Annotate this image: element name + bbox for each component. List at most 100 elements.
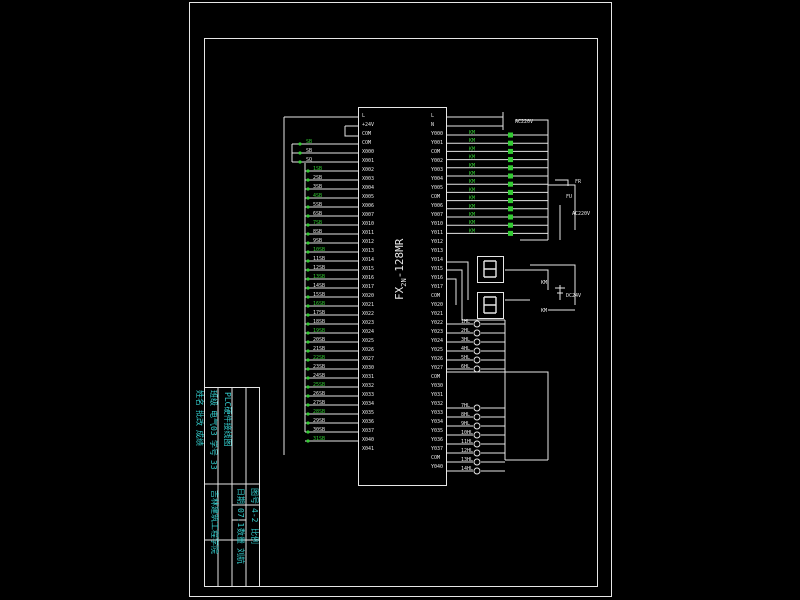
switch-label: 26SB bbox=[313, 391, 325, 397]
switch-contact bbox=[306, 313, 310, 317]
plc-input-terminal: X034 bbox=[362, 401, 374, 407]
plc-input-terminal: X027 bbox=[362, 356, 374, 362]
relay-coil bbox=[508, 181, 513, 187]
switch-contact bbox=[306, 349, 310, 353]
plc-output-terminal: L bbox=[431, 113, 434, 119]
plc-output-terminal: Y003 bbox=[431, 167, 443, 173]
seven-segment-display-2 bbox=[477, 292, 504, 319]
lamp-icon bbox=[473, 356, 481, 364]
switch-label: 3SB bbox=[313, 184, 322, 190]
plc-output-terminals: LNY000Y001COMY002Y003Y004Y005COMY006Y007… bbox=[431, 113, 443, 470]
lamp-icon bbox=[473, 365, 481, 373]
switch-contact bbox=[298, 142, 302, 146]
plc-input-terminal: X000 bbox=[362, 149, 374, 155]
plc-output-terminal: COM bbox=[431, 374, 440, 380]
plc-output-terminal: Y031 bbox=[431, 392, 443, 398]
inner-border bbox=[204, 38, 598, 587]
title-row1-a: 图号 bbox=[250, 488, 259, 504]
switch-label: 9SB bbox=[313, 238, 322, 244]
relay-coil bbox=[508, 189, 513, 195]
plc-input-terminal: X033 bbox=[362, 392, 374, 398]
lamp-label: 11HL bbox=[461, 439, 473, 445]
plc-input-terminal: +24V bbox=[362, 122, 374, 128]
switch-label: 24SB bbox=[313, 373, 325, 379]
lamp-label: 4HL bbox=[461, 346, 470, 352]
switch-contact bbox=[298, 160, 302, 164]
relay-label: KM bbox=[469, 196, 475, 202]
plc-input-terminal: X001 bbox=[362, 158, 374, 164]
relay-label: KM bbox=[469, 228, 475, 234]
title-block: PLC硬件接线图 图号 4-2 比例 日期 07.1 数量 刘航 吉林建筑工程学… bbox=[195, 387, 260, 587]
plc-output-terminal: Y040 bbox=[431, 464, 443, 470]
switch-label: 10SB bbox=[313, 247, 325, 253]
plc-input-terminal: X002 bbox=[362, 167, 374, 173]
plc-input-terminal: X041 bbox=[362, 446, 374, 452]
switch-contact bbox=[306, 187, 310, 191]
switch-contact bbox=[306, 250, 310, 254]
plc-input-terminal: X010 bbox=[362, 221, 374, 227]
plc-output-terminal: Y000 bbox=[431, 131, 443, 137]
switch-label: 15SB bbox=[313, 292, 325, 298]
switch-label: 20SB bbox=[313, 337, 325, 343]
plc-output-terminal: COM bbox=[431, 455, 440, 461]
plc-input-terminal: X037 bbox=[362, 428, 374, 434]
plc-output-terminal: Y027 bbox=[431, 365, 443, 371]
plc-output-terminal: Y010 bbox=[431, 221, 443, 227]
plc-output-terminal: Y001 bbox=[431, 140, 443, 146]
plc-output-terminal: Y017 bbox=[431, 284, 443, 290]
lamp-icon bbox=[473, 338, 481, 346]
switch-label: 16SB bbox=[313, 301, 325, 307]
switch-label: 25SB bbox=[313, 382, 325, 388]
switch-label: SQ bbox=[306, 157, 312, 163]
input-switches: SBSBSQ1SB2SB3SB4SB5SB6SB7SB8SB9SB10SB11S… bbox=[291, 139, 358, 443]
plc-output-terminal: Y014 bbox=[431, 257, 443, 263]
switch-contact bbox=[306, 232, 310, 236]
seven-segment-display-1 bbox=[477, 256, 504, 283]
switch-label: 2SB bbox=[313, 175, 322, 181]
switch-label: 21SB bbox=[313, 346, 325, 352]
switch-label: SB bbox=[306, 148, 312, 154]
switch-contact bbox=[306, 304, 310, 308]
plc-block: FX2N-128MR L+24VCOMCOMX000X001X002X003X0… bbox=[358, 107, 447, 486]
plc-input-terminal: X007 bbox=[362, 212, 374, 218]
plc-output-terminal: Y016 bbox=[431, 275, 443, 281]
plc-output-terminal: Y032 bbox=[431, 401, 443, 407]
plc-input-terminal: X004 bbox=[362, 185, 374, 191]
switch-contact bbox=[298, 151, 302, 155]
lamp-label: 2HL bbox=[461, 328, 470, 334]
plc-input-terminal: X036 bbox=[362, 419, 374, 425]
plc-input-terminal: X026 bbox=[362, 347, 374, 353]
switch-contact bbox=[306, 412, 310, 416]
switch-contact bbox=[306, 367, 310, 371]
indicator-lamps: 1HL2HL3HL4HL5HL6HL7HL8HL9HL10HL11HL12HL1… bbox=[446, 319, 505, 475]
plc-output-terminal: Y033 bbox=[431, 410, 443, 416]
title-row3-a: 班级 bbox=[209, 390, 219, 406]
switch-contact bbox=[306, 322, 310, 326]
switch-label: 17SB bbox=[313, 310, 325, 316]
switch-contact bbox=[306, 403, 310, 407]
switch-label: 5SB bbox=[313, 202, 322, 208]
plc-output-terminal: N bbox=[431, 122, 434, 128]
lamp-icon bbox=[473, 431, 481, 439]
title-row4-c: 成绩 bbox=[195, 430, 205, 446]
switch-label: 13SB bbox=[313, 274, 325, 280]
switch-contact bbox=[306, 439, 310, 443]
plc-input-terminal: X016 bbox=[362, 275, 374, 281]
plc-output-terminal: COM bbox=[431, 194, 440, 200]
relay-label: KM bbox=[469, 138, 475, 144]
lamp-label: 10HL bbox=[461, 430, 473, 436]
lamp-icon bbox=[473, 320, 481, 328]
switch-label: 31SB bbox=[313, 436, 325, 442]
plc-input-terminal: X006 bbox=[362, 203, 374, 209]
plc-input-terminal: X030 bbox=[362, 365, 374, 371]
plc-input-terminal: X003 bbox=[362, 176, 374, 182]
km-dc-1: KM bbox=[541, 280, 547, 286]
lamp-label: 9HL bbox=[461, 421, 470, 427]
lamp-icon bbox=[473, 467, 481, 475]
lamp-icon bbox=[473, 449, 481, 457]
plc-output-terminal: Y022 bbox=[431, 320, 443, 326]
plc-output-terminal: Y024 bbox=[431, 338, 443, 344]
lamp-icon bbox=[473, 458, 481, 466]
supply-ac-mid: AC220V bbox=[572, 211, 590, 217]
switch-contact bbox=[306, 385, 310, 389]
